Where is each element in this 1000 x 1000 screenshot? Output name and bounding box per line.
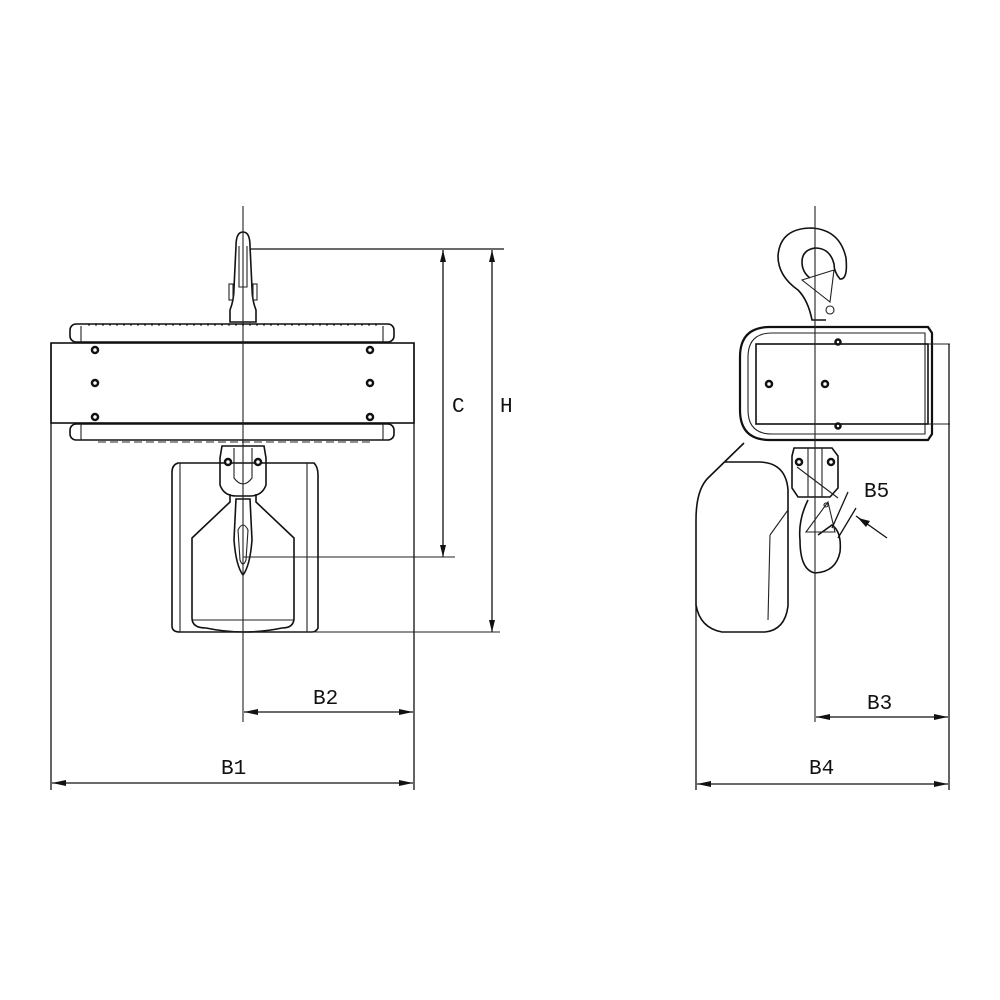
front-view	[50, 206, 415, 722]
dimension-label-b3: B3	[867, 693, 892, 716]
dimension-label-b4: B4	[809, 758, 834, 781]
dimension-label-h: H	[500, 396, 513, 419]
dimension-label-b1: B1	[221, 758, 246, 781]
dimension-label-b5: B5	[864, 481, 889, 504]
dimension-label-c: C	[452, 396, 465, 419]
side-top-hook-icon	[777, 227, 848, 321]
side-view	[695, 206, 950, 722]
top-hook-icon	[228, 231, 258, 323]
side-dimensions	[695, 344, 950, 790]
dimension-label-b2: B2	[313, 688, 338, 711]
front-dimensions	[50, 248, 504, 790]
